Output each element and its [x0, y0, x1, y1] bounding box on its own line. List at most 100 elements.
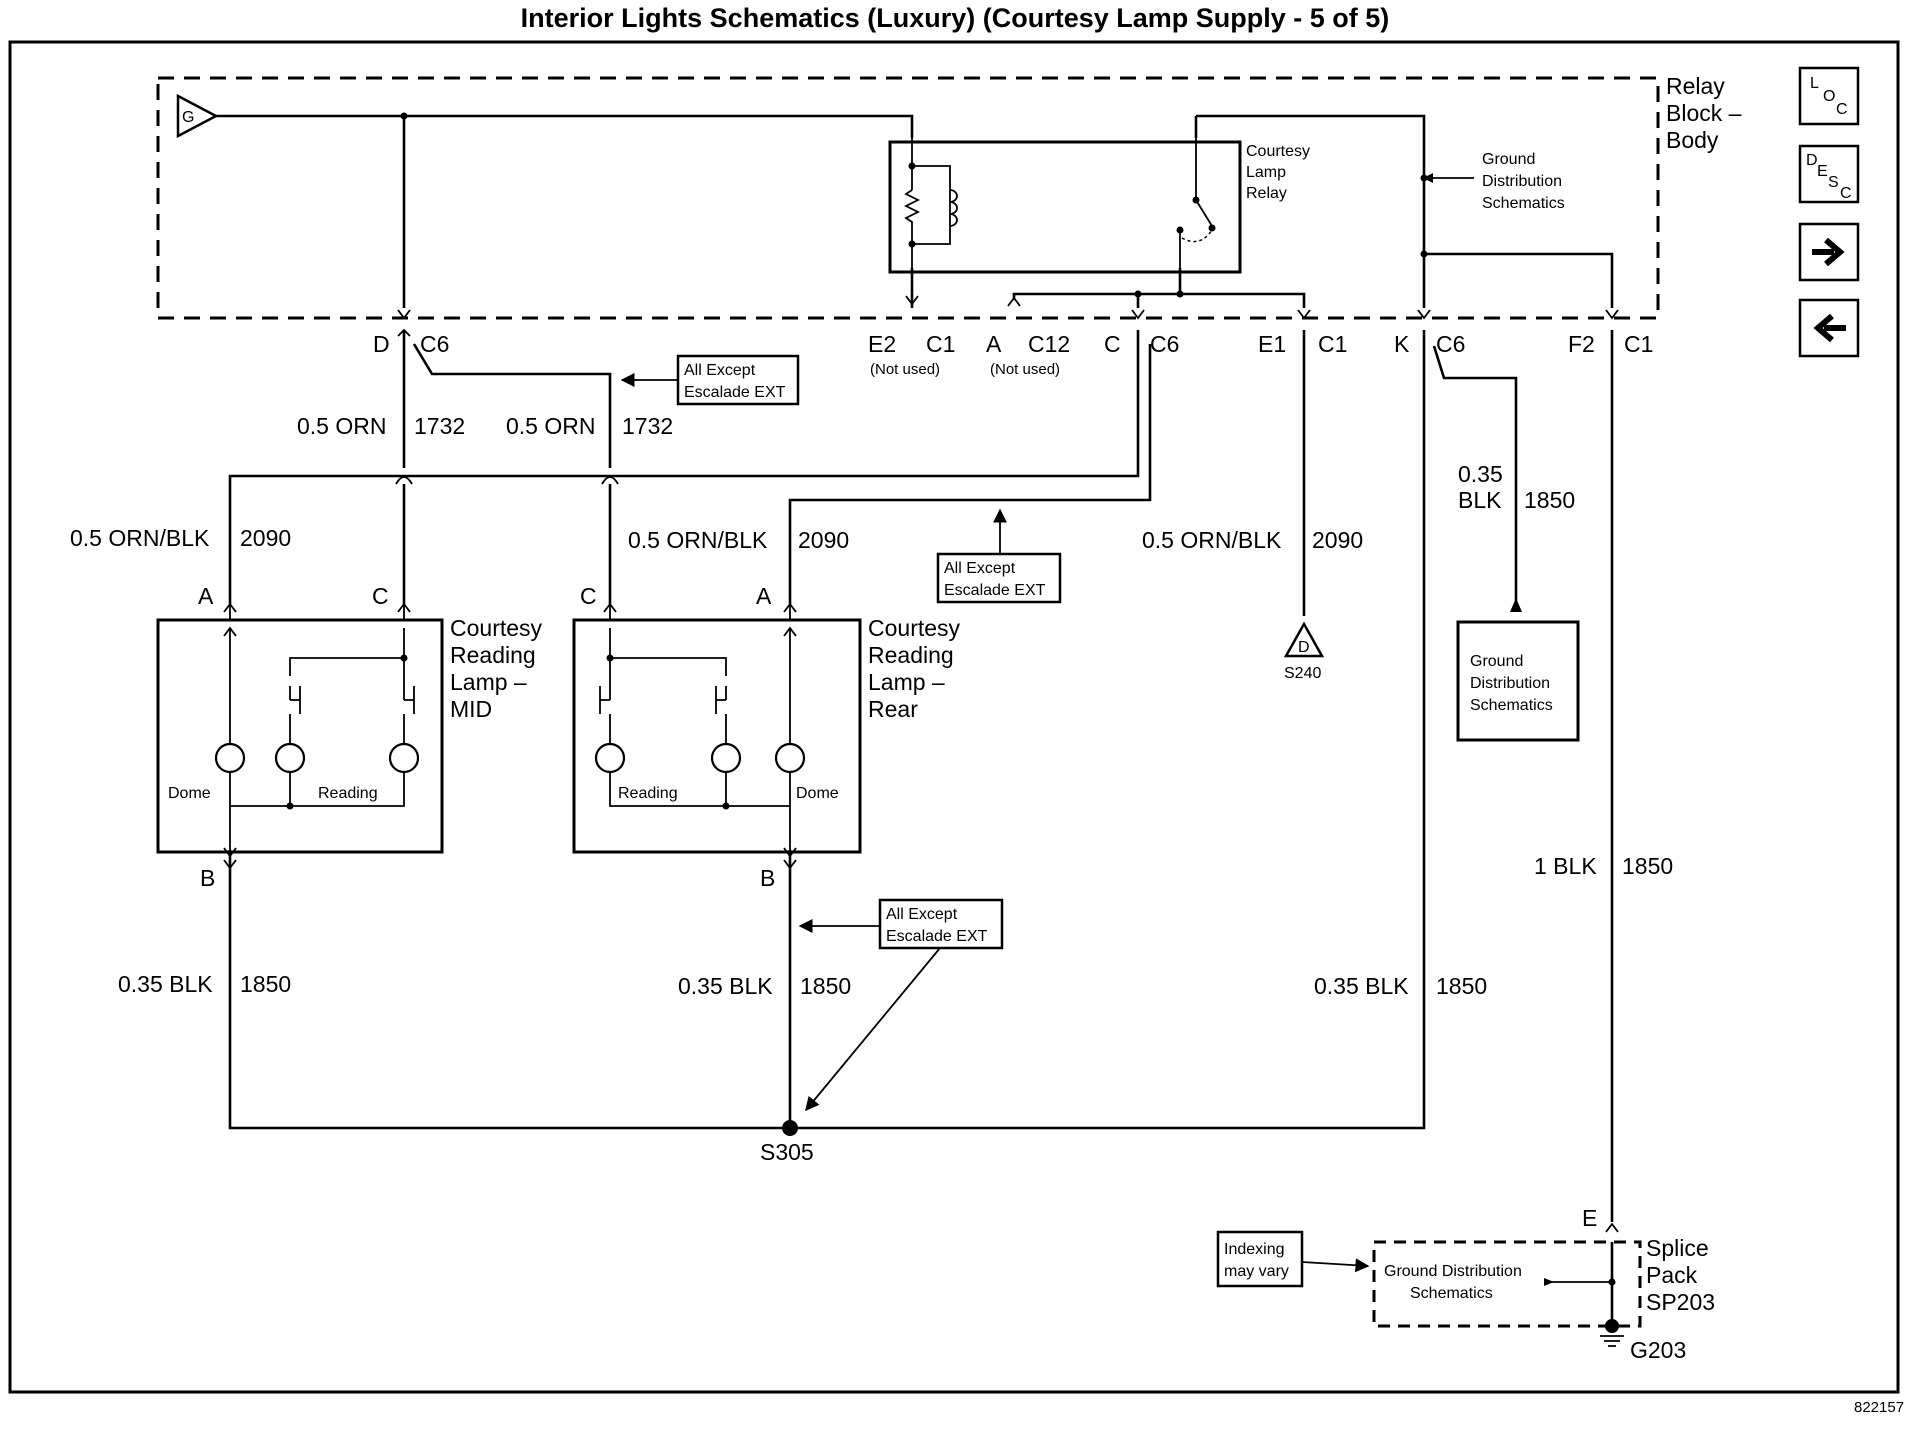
note-all-except-3: All Except Escalade EXT	[798, 898, 1004, 1112]
wire-circuit-1850-rear: 1850	[800, 973, 851, 999]
ground-ref-2: Distribution	[1482, 173, 1562, 190]
s240-symbol-letter: D	[1298, 639, 1310, 656]
resistor-icon	[903, 189, 921, 268]
wire-g-feed	[216, 114, 914, 138]
lamp-rear-label-4: Rear	[868, 696, 918, 722]
lamp-mid-dome-label: Dome	[168, 785, 211, 802]
bulb-icon	[214, 742, 246, 774]
ground-distribution-box: Ground Distribution Schematics	[1456, 598, 1580, 742]
svg-text:Escalade EXT: Escalade EXT	[886, 928, 988, 945]
wire-color-1732-a: 0.5 ORN	[297, 413, 386, 439]
pin-a: A	[986, 331, 1002, 357]
lamp-mid-pin-c: C	[372, 583, 389, 609]
lamp-rear-pin-a: A	[756, 583, 772, 609]
conn-c1-e1: C1	[1318, 331, 1347, 357]
e2-not-used: (Not used)	[870, 361, 940, 378]
wire-color-1850-rear: 0.35 BLK	[678, 973, 773, 999]
conn-c6-d: C6	[420, 331, 449, 357]
svg-text:Indexing: Indexing	[1224, 1241, 1285, 1258]
relay-block-body	[156, 76, 1660, 320]
wire-2090-mid	[228, 330, 1140, 604]
arrow-right-icon	[1812, 237, 1845, 267]
wire-1732-rear	[412, 343, 612, 604]
relay-block-label-1: Relay	[1666, 73, 1725, 99]
wire-circuit-2090-c: 2090	[1312, 527, 1363, 553]
s305-label: S305	[760, 1139, 814, 1165]
wire-circuit-1850-right: 1850	[1436, 973, 1487, 999]
switch-icon	[599, 686, 611, 744]
lamp-rear-dome-label: Dome	[796, 785, 839, 802]
frame-border	[8, 40, 1900, 1394]
splice-label-1: Splice	[1646, 1235, 1709, 1261]
b-pin-chevrons	[223, 859, 797, 870]
note-all-except-2: All Except Escalade EXT	[936, 508, 1062, 604]
coil-icon	[949, 189, 958, 227]
pin-d: D	[373, 331, 390, 357]
a-not-used: (Not used)	[990, 361, 1060, 378]
lamp-mid-label-3: Lamp –	[450, 669, 527, 695]
g-symbol-label: G	[182, 109, 194, 126]
splice-inner-1: Ground Distribution	[1384, 1263, 1522, 1280]
splice-inner-2: Schematics	[1410, 1285, 1493, 1302]
s240-label: S240	[1284, 665, 1321, 682]
splice-pack-sp203: E Ground Distribution Schematics Splice …	[1372, 1205, 1715, 1363]
splice-label-2: Pack	[1646, 1262, 1698, 1288]
svg-text:Distribution: Distribution	[1470, 675, 1550, 692]
wire-color-1850-k-1: 0.35	[1458, 461, 1503, 487]
g203-label: G203	[1630, 1337, 1686, 1363]
wire-relay-bus	[1012, 292, 1306, 308]
svg-text:All Except: All Except	[684, 362, 756, 379]
svg-text:Escalade EXT: Escalade EXT	[944, 582, 1046, 599]
relay-label-3: Relay	[1246, 185, 1287, 202]
lamp-rear-label-3: Lamp –	[868, 669, 945, 695]
lamp-mid-pin-b: B	[200, 865, 215, 891]
s305-splice-icon	[782, 1120, 798, 1136]
g-symbol-icon	[176, 93, 219, 139]
courtesy-reading-lamp-rear: Courtesy Reading Lamp – Rear C A B Readi…	[572, 583, 961, 891]
relay-switch-icon	[1195, 138, 1213, 227]
wire-circuit-1850-mid: 1850	[240, 971, 291, 997]
svg-text:Ground: Ground	[1470, 653, 1523, 670]
splice-pin-e: E	[1582, 1205, 1597, 1231]
wire-circuit-1850-k: 1850	[1524, 487, 1575, 513]
relay-label-1: Courtesy	[1246, 143, 1310, 160]
arrow-left-icon	[1813, 313, 1846, 343]
prev-page-button[interactable]	[1798, 298, 1860, 358]
svg-text:Schematics: Schematics	[1470, 697, 1553, 714]
wire-1850-ground-bus	[228, 330, 1426, 1130]
svg-text:All Except: All Except	[944, 560, 1016, 577]
courtesy-lamp-relay	[888, 140, 1242, 274]
lamp-mid-pin-a: A	[198, 583, 214, 609]
conn-c6-k: C6	[1436, 331, 1465, 357]
relay-label-2: Lamp	[1246, 164, 1286, 181]
wire-color-1850-right: 0.35 BLK	[1314, 973, 1409, 999]
ground-icon	[1600, 1335, 1624, 1347]
loc-letter-3: C	[1836, 101, 1848, 118]
wire-circuit-2090-a: 2090	[240, 525, 291, 551]
wire-color-1850-f2: 1 BLK	[1534, 853, 1597, 879]
courtesy-reading-lamp-mid: Courtesy Reading Lamp – MID A C B Dome R…	[156, 583, 543, 891]
loc-button[interactable]: L O C	[1798, 66, 1860, 126]
conn-c12: C12	[1028, 331, 1070, 357]
pin-c: C	[1104, 331, 1121, 357]
wire-color-1732-b: 0.5 ORN	[506, 413, 595, 439]
switch-icon	[715, 686, 727, 744]
switch-icon	[289, 686, 301, 744]
wire-color-2090-a: 0.5 ORN/BLK	[70, 525, 210, 551]
next-page-button[interactable]	[1798, 222, 1860, 282]
desc-button[interactable]: D E S C	[1798, 144, 1860, 204]
pin-k: K	[1394, 331, 1410, 357]
lamp-mid-label-1: Courtesy	[450, 615, 543, 641]
bulb-icon	[710, 742, 742, 774]
bulb-icon	[774, 742, 806, 774]
lamp-mid-reading-label: Reading	[318, 785, 378, 802]
desc-letter-3: S	[1828, 174, 1839, 191]
note-all-except-1: All Except Escalade EXT	[620, 354, 800, 406]
loc-letter-2: O	[1823, 88, 1835, 105]
pin-e2: E2	[868, 331, 896, 357]
relay-coil-wires	[911, 138, 951, 245]
svg-text:Escalade EXT: Escalade EXT	[684, 384, 786, 401]
conn-c1-f2: C1	[1624, 331, 1653, 357]
